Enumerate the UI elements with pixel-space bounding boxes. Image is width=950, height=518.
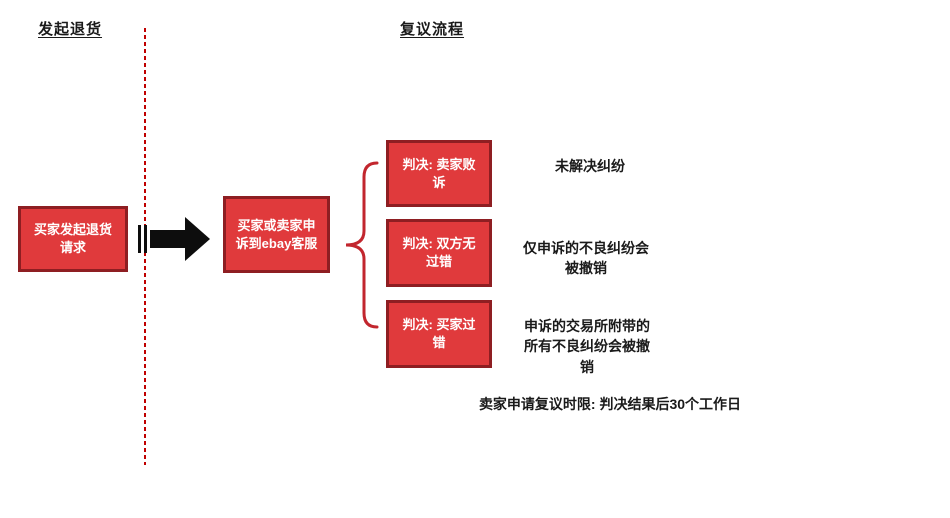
outcome-note-all-disputes-removed: 申诉的交易所附带的 所有不良纠纷会被撤 销 <box>524 318 650 375</box>
outcome-note-appealed-dispute-removed: 仅申诉的不良纠纷会 被撤销 <box>523 240 649 277</box>
flow-box-label: 判决: 卖家败 诉 <box>402 156 476 190</box>
flow-box-appeal-to-ebay-support: 买家或卖家申 诉到ebay客服 <box>223 196 330 273</box>
outcome-note-unresolved-dispute: 未解决纠纷 <box>555 158 625 174</box>
flow-box-label: 买家发起退货 请求 <box>33 222 112 255</box>
flow-box-buyer-initiates-return: 买家发起退货 请求 <box>18 206 128 272</box>
flow-box-verdict-no-fault: 判决: 双方无 过错 <box>386 219 492 287</box>
left-curly-brace-icon <box>345 161 379 329</box>
flow-box-label: 买家或卖家申 诉到ebay客服 <box>235 217 318 251</box>
flow-box-verdict-buyer-fault: 判决: 买家过 错 <box>386 300 492 368</box>
appeal-deadline-note: 卖家申请复议时限: 判决结果后30个工作日 <box>478 396 742 412</box>
section-title-initiate-return: 发起退货 <box>38 21 103 38</box>
section-title-appeal-process: 复议流程 <box>400 21 465 38</box>
flow-box-label: 判决: 买家过 错 <box>402 317 476 350</box>
flow-box-verdict-seller-loses: 判决: 卖家败 诉 <box>386 140 492 207</box>
flow-box-label: 判决: 双方无 过错 <box>402 236 476 269</box>
striped-right-arrow-icon <box>138 217 210 261</box>
